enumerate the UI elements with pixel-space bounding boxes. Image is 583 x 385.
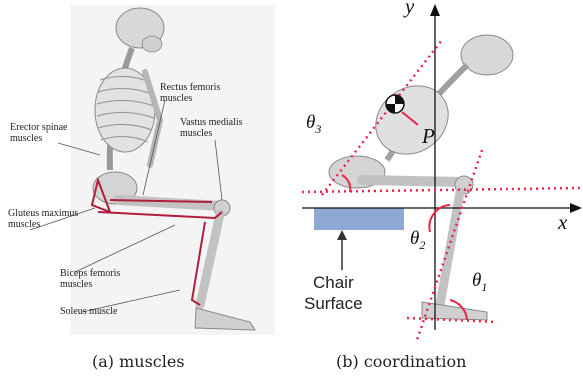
theta1-label: θ1	[472, 270, 487, 295]
skeleton-muscles-figure	[0, 0, 290, 340]
theta2-label: θ2	[410, 228, 425, 253]
caption-b: (b) coordination	[336, 352, 466, 371]
point-p-label: P	[422, 124, 435, 149]
theta2-arc	[429, 205, 450, 232]
label-vastus-medialis: Vastus medialis muscles	[180, 117, 243, 139]
femur-b	[362, 180, 462, 182]
chair-arrow-head	[337, 230, 347, 240]
x-axis-arrow	[570, 203, 582, 213]
chair-surface-rect	[314, 208, 404, 230]
label-soleus: Soleus muscle	[60, 306, 118, 317]
y-axis-label: y	[405, 0, 414, 19]
panel-muscles: Rectus femoris muscles Erector spinae mu…	[0, 0, 290, 340]
label-biceps-femoris: Biceps femoris muscles	[60, 268, 120, 290]
y-axis-arrow	[430, 4, 440, 16]
caption-a: (a) muscles	[92, 352, 185, 371]
foot-b	[422, 302, 487, 320]
jaw	[142, 36, 162, 52]
theta3-label: θ3	[306, 112, 321, 137]
label-erector-spinae: Erector spinae muscles	[10, 122, 67, 144]
tibia-b	[440, 192, 460, 305]
x-axis-label: x	[558, 210, 567, 235]
chair-surface-label: Chair Surface	[304, 272, 363, 314]
skull-b	[461, 35, 513, 75]
thigh-line	[302, 188, 580, 192]
label-gluteus-maximus: Gluteus maximus muscles	[8, 208, 78, 230]
panel-coordination: y x θ3 θ2 θ1 P Chair Surface (b) coordin…	[292, 0, 583, 340]
label-rectus-femoris: Rectus femoris muscles	[160, 82, 220, 104]
